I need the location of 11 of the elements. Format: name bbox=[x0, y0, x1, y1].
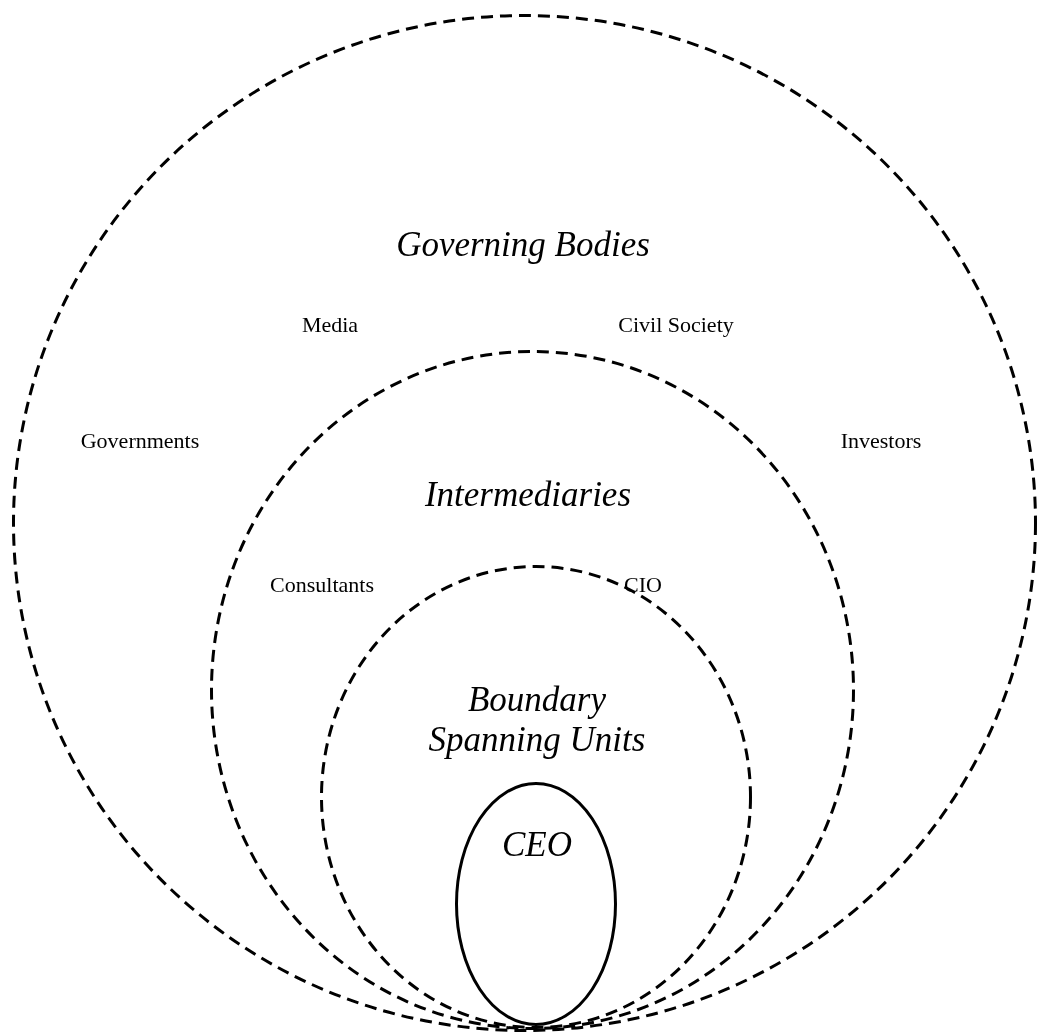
dashed-circle bbox=[12, 14, 1037, 1032]
region-title: Intermediaries bbox=[423, 475, 633, 515]
region-title: Governing Bodies bbox=[395, 225, 651, 265]
stakeholder-label: Investors bbox=[840, 428, 922, 454]
stakeholder-label: Civil Society bbox=[618, 312, 734, 338]
region-title: Boundary Spanning Units bbox=[427, 680, 647, 760]
region-title: CEO bbox=[501, 825, 573, 865]
stakeholder-label: Consultants bbox=[270, 572, 374, 598]
circle bbox=[455, 782, 617, 1026]
stakeholder-label: Media bbox=[301, 312, 359, 338]
stakeholder-label: Governments bbox=[80, 428, 200, 454]
